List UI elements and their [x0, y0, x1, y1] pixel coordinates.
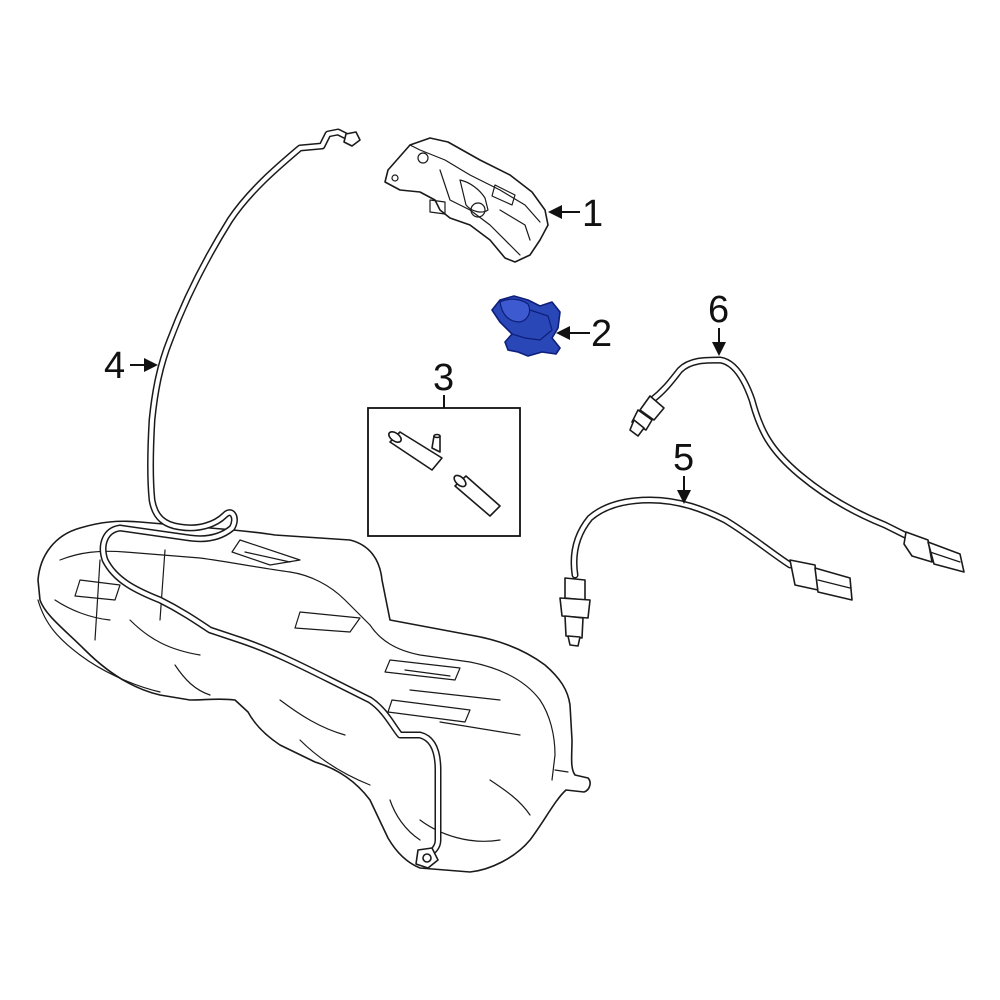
- short-tube: [453, 474, 501, 517]
- oxygen-sensor-lower: [559, 496, 853, 647]
- fittings-kit-box: [367, 407, 521, 537]
- highlighted-sensor-part: [491, 295, 561, 357]
- callout-6: 6: [708, 289, 729, 331]
- fuel-tank: [37, 520, 591, 873]
- oxygen-sensor-upper: [629, 356, 965, 573]
- tee-fitting: [388, 431, 443, 471]
- callout-arrows: [130, 205, 726, 504]
- callout-5: 5: [673, 437, 694, 479]
- callout-1: 1: [582, 193, 603, 235]
- callout-4: 4: [104, 345, 125, 387]
- vent-hose: [99, 128, 442, 869]
- callout-3: 3: [433, 357, 454, 399]
- bracket-part: [384, 137, 549, 263]
- callout-labels: 1 2 3 4 5 6: [104, 193, 729, 479]
- callout-2: 2: [591, 313, 612, 355]
